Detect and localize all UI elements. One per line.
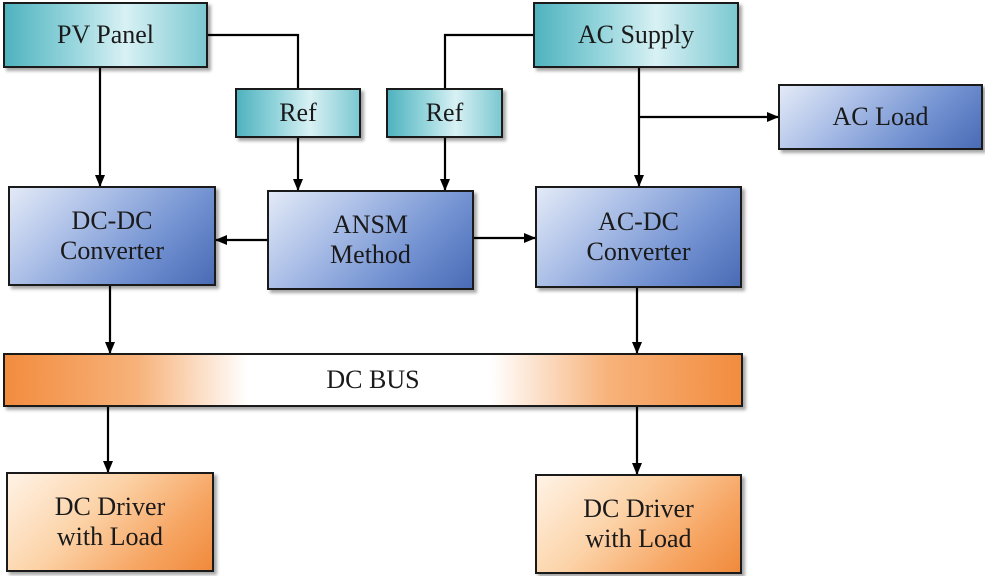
dcdc-converter-block: DC-DC Converter xyxy=(8,186,216,286)
dc-driver-right-block: DC Driver with Load xyxy=(535,474,742,574)
ref-right-block: Ref xyxy=(386,88,503,138)
dcdc-converter-label: DC-DC Converter xyxy=(60,206,164,265)
pv-panel-block: PV Panel xyxy=(3,2,208,68)
acdc-converter-block: AC-DC Converter xyxy=(535,186,742,288)
line-acsupply-to-ref-right xyxy=(443,33,533,88)
line-pv-to-ref-left xyxy=(208,33,300,88)
ref-left-block: Ref xyxy=(235,88,361,138)
dc-driver-left-label: DC Driver with Load xyxy=(54,492,166,551)
ac-supply-label: AC Supply xyxy=(577,20,695,49)
dc-bus-bar: DC BUS xyxy=(3,353,743,407)
ansm-method-label: ANSM Method xyxy=(330,210,411,269)
dc-driver-left-block: DC Driver with Load xyxy=(6,472,214,572)
dc-driver-right-label: DC Driver with Load xyxy=(583,494,694,553)
ansm-method-block: ANSM Method xyxy=(267,190,474,290)
dc-bus-label: DC BUS xyxy=(326,365,420,394)
ac-load-label: AC Load xyxy=(832,102,929,131)
ac-load-block: AC Load xyxy=(778,84,983,150)
ref-right-label: Ref xyxy=(425,98,464,127)
ac-supply-block: AC Supply xyxy=(533,2,739,68)
ref-left-label: Ref xyxy=(279,98,317,127)
pv-panel-label: PV Panel xyxy=(56,20,155,49)
acdc-converter-label: AC-DC Converter xyxy=(586,207,691,266)
